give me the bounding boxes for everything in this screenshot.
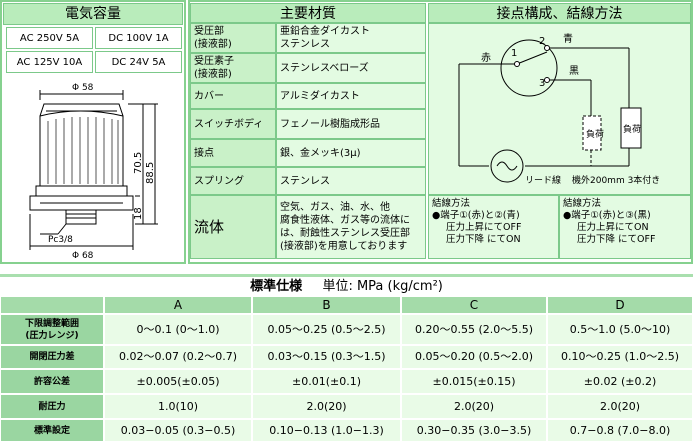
wiring-diagram-area: 赤 1 2 3 青 黒 負荷 負荷 リード線 機外200mm 3本付き (428, 23, 691, 195)
wiring-title: 接点構成、結線方法 (428, 3, 691, 23)
capacity-title: 電気容量 (3, 3, 183, 25)
material-label: 受圧部 (接液部) (190, 23, 276, 53)
materials-title: 主要材質 (190, 3, 426, 23)
material-value: ステンレス (276, 167, 426, 195)
pressure-switch-drawing: Φ 58 Φ 68 Pc3/8 70.5 88.5 18 (29, 83, 158, 261)
material-label: カバー (190, 83, 276, 109)
load-label-b: 負荷 (623, 123, 641, 135)
right-panel-frame (188, 0, 693, 264)
wiring-method-right: 結線方法 ●端子①(赤)と③(黒) 圧力上昇にてON 圧力下降 にてOFF (559, 195, 691, 259)
load-label-a: 負荷 (586, 128, 604, 140)
wiring-method-right-line: ●端子①(赤)と③(黒) (563, 210, 651, 221)
spec-cell: ±0.01(±0.1) (252, 369, 401, 394)
material-label: 接点 (190, 139, 276, 167)
dim-height-b: 88.5 (145, 162, 156, 184)
capacity-item: DC 100V 1A (95, 27, 182, 49)
spec-cell: 2.0(20) (547, 394, 693, 419)
wire-label-black: 黒 (569, 65, 579, 77)
wiring-method-left-title: 結線方法 (432, 198, 471, 209)
wiring-method-left: 結線方法 ●端子①(赤)と②(青) 圧力上昇にてOFF 圧力下降 にてON (428, 195, 559, 259)
spec-col-header: C (401, 296, 547, 314)
spec-cell: 2.0(20) (252, 394, 401, 419)
dim-height-c: 18 (133, 207, 144, 220)
capacity-item: AC 250V 5A (6, 27, 93, 49)
dim-port: Pc3/8 (48, 235, 73, 245)
lead-wire-note: 機外200mm 3本付き (572, 174, 660, 186)
capacity-item: AC 125V 10A (6, 51, 93, 73)
left-panel-frame (0, 0, 186, 264)
spec-col-header: D (547, 296, 693, 314)
spec-cell: 0.20〜0.55 (2.0〜5.5) (401, 314, 547, 345)
dim-height-a: 70.5 (133, 152, 144, 174)
spec-cell: 0.05〜0.20 (0.5〜2.0) (401, 345, 547, 369)
spec-row-label: 耐圧力 (0, 394, 104, 419)
spec-cell: ±0.015(±0.15) (401, 369, 547, 394)
spec-col-header: A (104, 296, 252, 314)
wiring-method-left-line: 圧力下降 にてON (446, 234, 521, 245)
wiring-method-left-line: 圧力上昇にてOFF (446, 222, 522, 233)
material-label: スプリング (190, 167, 276, 195)
material-value: 亜鉛合金ダイカスト ステンレス (276, 23, 426, 53)
terminal-1: 1 (511, 48, 517, 59)
spec-cell: 0.7−0.8 (7.0−8.0) (547, 419, 693, 442)
spec-cell: ±0.005(±0.05) (104, 369, 252, 394)
wire-label-red: 赤 (481, 52, 491, 64)
wiring-method-right-title: 結線方法 (563, 198, 602, 209)
material-value: ステンレスベローズ (276, 53, 426, 83)
spec-cell: 0.10−0.13 (1.0−1.3) (252, 419, 401, 442)
spec-cell: 0.30−0.35 (3.0−3.5) (401, 419, 547, 442)
wiring-method-left-line: ●端子①(赤)と②(青) (432, 210, 520, 221)
material-value: フェノール樹脂成形品 (276, 109, 426, 139)
material-label: スイッチボディ (190, 109, 276, 139)
spec-row-label: 許容公差 (0, 369, 104, 394)
wiring-diagram: 赤 1 2 3 青 黒 負荷 負荷 リード線 機外200mm 3本付き (458, 32, 660, 186)
spec-title-bar: 標準仕様 単位: MPa (kg/cm²) (0, 274, 693, 296)
spec-cell: 0.05〜0.25 (0.5〜2.5) (252, 314, 401, 345)
wiring-method-right-line: 圧力上昇にてON (577, 222, 649, 233)
terminal-2: 2 (539, 36, 545, 47)
lead-wire-label: リード線 (525, 174, 561, 186)
material-value: アルミダイカスト (276, 83, 426, 109)
spec-row-label: 下限調整範囲 (圧力レンジ) (0, 314, 104, 345)
dim-bottom-dia: Φ 68 (72, 251, 94, 261)
terminal-3: 3 (539, 78, 545, 89)
spec-cell: 0.5〜1.0 (5.0〜10) (547, 314, 693, 345)
spec-cell: ±0.02 (±0.2) (547, 369, 693, 394)
spec-cell: 0.03−0.05 (0.3−0.5) (104, 419, 252, 442)
spec-unit: 単位: MPa (kg/cm²) (322, 279, 443, 294)
spec-cell: 0.10〜0.25 (1.0〜2.5) (547, 345, 693, 369)
wire-label-blue: 青 (563, 32, 573, 45)
spec-col-header: B (252, 296, 401, 314)
spec-cell: 2.0(20) (401, 394, 547, 419)
spec-title: 標準仕様 (250, 279, 303, 294)
material-value: 銀、金メッキ(3μ) (276, 139, 426, 167)
dim-top-dia: Φ 58 (72, 83, 94, 93)
capacity-item: DC 24V 5A (95, 51, 182, 73)
spec-cell: 1.0(10) (104, 394, 252, 419)
spec-corner (0, 296, 104, 314)
material-label: 受圧素子 (接液部) (190, 53, 276, 83)
wiring-method-right-line: 圧力下降 にてOFF (577, 234, 656, 245)
material-label-fluid: 流体 (190, 195, 276, 259)
spec-row-label: 開閉圧力差 (0, 345, 104, 369)
material-value-fluid: 空気、ガス、油、水、他 腐食性液体、ガス等の流体に は、耐蝕性ステンレス受圧部 … (276, 195, 426, 259)
spec-cell: 0.02〜0.07 (0.2〜0.7) (104, 345, 252, 369)
spec-row-label: 標準設定 (0, 419, 104, 442)
spec-cell: 0.03〜0.15 (0.3〜1.5) (252, 345, 401, 369)
spec-cell: 0〜0.1 (0〜1.0) (104, 314, 252, 345)
